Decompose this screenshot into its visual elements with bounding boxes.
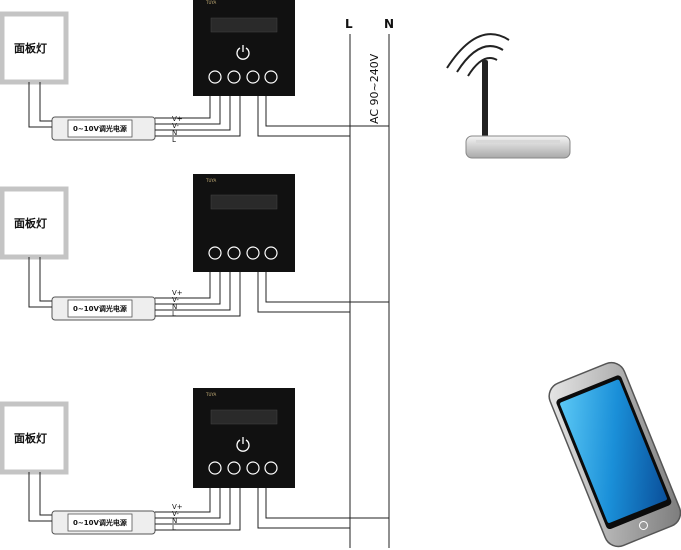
panel-light <box>0 11 69 85</box>
scene-icon <box>208 461 222 475</box>
router-body <box>465 135 571 159</box>
wifi-signal-arc <box>456 45 504 73</box>
panel-light-label: 面板灯 <box>14 41 47 55</box>
terminal-vminus: V- <box>172 510 179 518</box>
dimming-driver-label: 0~10V调光电源 <box>73 124 127 133</box>
leisure-icon <box>246 70 260 84</box>
controller-display <box>210 17 278 33</box>
sleep-icon <box>264 246 278 260</box>
wifi-signal-arc <box>446 33 510 69</box>
terminal-l: L <box>172 524 176 532</box>
live-line-label: L <box>345 17 353 31</box>
dimming-unit-3: 面板灯 TUYA 0~10V调光电源 V+ V- N L <box>0 388 389 535</box>
panel-light <box>0 186 69 260</box>
sleep-icon <box>264 70 278 84</box>
controller-brand: TUYA <box>205 392 217 397</box>
terminal-vplus: V+ <box>172 115 183 123</box>
terminal-n: N <box>172 517 177 525</box>
scene-icon <box>208 246 222 260</box>
dimming-driver-label: 0~10V调光电源 <box>73 518 127 527</box>
wall-controller <box>193 388 295 488</box>
terminal-n: N <box>172 303 177 311</box>
voltage-label: AC 90~240V <box>368 53 381 124</box>
dimming-unit-1: 面板灯 TUYA 0~10V调光电源 V+ V- N L <box>0 0 389 144</box>
wall-controller <box>193 0 295 96</box>
terminal-vminus: V- <box>172 122 179 130</box>
dimming-driver-label: 0~10V调光电源 <box>73 304 127 313</box>
leisure-icon <box>246 461 260 475</box>
scene-icon <box>208 70 222 84</box>
router-antenna <box>482 60 488 142</box>
wifi-router-icon <box>446 33 571 159</box>
terminal-vplus: V+ <box>172 503 183 511</box>
neutral-line-label: N <box>384 17 394 31</box>
dining-icon <box>227 246 241 260</box>
sleep-icon <box>264 461 278 475</box>
panel-light-label: 面板灯 <box>14 431 47 445</box>
controller-brand: TUYA <box>205 178 217 183</box>
dining-icon <box>227 70 241 84</box>
terminal-vminus: V- <box>172 296 179 304</box>
terminal-l: L <box>172 310 176 318</box>
panel-light-label: 面板灯 <box>14 216 47 230</box>
leisure-icon <box>246 246 260 260</box>
controller-display <box>210 409 278 425</box>
terminal-vplus: V+ <box>172 289 183 297</box>
dimming-unit-2: 面板灯 TUYA 0~10V调光电源 V+ V- N L <box>0 174 389 321</box>
unit-wiring <box>28 82 389 137</box>
wifi-signal-arc <box>467 57 498 77</box>
terminal-n: N <box>172 129 177 137</box>
phone-screen <box>560 379 667 523</box>
unit-wiring <box>28 257 389 317</box>
power-icon <box>236 437 250 452</box>
unit-wiring <box>28 472 389 531</box>
controller-brand: TUYA <box>205 0 217 5</box>
smartphone-icon <box>548 361 681 548</box>
ac-bus: L N AC 90~240V <box>345 17 394 548</box>
controller-display <box>210 194 278 210</box>
terminal-l: L <box>172 136 176 144</box>
dining-icon <box>227 461 241 475</box>
wall-controller <box>193 174 295 272</box>
power-icon <box>236 45 250 60</box>
panel-light <box>0 401 69 475</box>
